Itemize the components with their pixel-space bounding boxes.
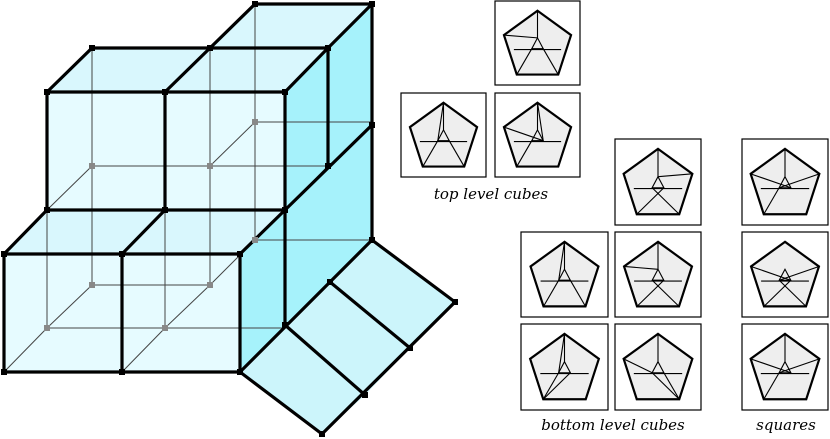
link-strand <box>651 372 680 400</box>
link-strand <box>636 187 665 215</box>
link-strand <box>778 173 820 189</box>
link-strand <box>763 372 780 400</box>
link-strand <box>623 358 653 374</box>
pentagon-tile <box>494 92 581 178</box>
pentagon <box>749 240 821 308</box>
link-strand <box>558 333 566 373</box>
pentagon-tile <box>520 323 609 411</box>
caption-squares: squares <box>756 416 816 434</box>
link-strand <box>651 187 680 215</box>
pentagon-tile <box>494 0 581 86</box>
link-strand <box>558 241 566 281</box>
pentagon-tile <box>741 323 829 411</box>
pentagon-tile <box>741 138 829 226</box>
link-strand <box>778 358 820 374</box>
inner-triangle <box>651 175 665 189</box>
link-strand <box>542 372 560 400</box>
pentagon-tile <box>741 231 829 318</box>
pentagon <box>622 240 694 308</box>
link-strand <box>750 173 792 189</box>
link-strand <box>636 279 665 307</box>
inner-triangle <box>436 128 451 142</box>
pentagon-tile <box>614 138 702 226</box>
link-strand <box>448 140 465 167</box>
top-face-left <box>47 48 210 92</box>
link-strand <box>536 102 544 141</box>
link-strand <box>778 279 807 307</box>
link-strand <box>542 372 571 400</box>
link-strand <box>750 358 792 374</box>
inner-triangle <box>530 36 545 50</box>
link-strand <box>542 48 559 75</box>
inner-triangle <box>778 175 792 189</box>
inner-triangle <box>778 360 792 374</box>
inner-triangle <box>557 268 572 281</box>
pentagon-tiles <box>400 0 829 411</box>
pentagon <box>622 147 694 216</box>
caption-bottom-level-cubes: bottom level cubes <box>541 416 685 434</box>
link-strand <box>503 126 544 142</box>
pentagon-tile <box>614 323 702 411</box>
pentagon <box>502 101 573 168</box>
link-strand <box>763 187 780 215</box>
pentagon <box>502 9 573 76</box>
inner-triangle <box>778 268 792 281</box>
square-2 <box>285 282 410 395</box>
pentagon-tile <box>400 92 487 178</box>
inner-triangle <box>651 360 665 374</box>
pentagon <box>408 101 479 168</box>
pentagon-tile <box>520 231 609 318</box>
pentagon <box>749 332 821 401</box>
link-strand <box>663 372 680 400</box>
top-face-back <box>210 4 372 48</box>
caption-top-level-cubes: top level cubes <box>434 185 549 203</box>
inner-triangle <box>557 360 572 374</box>
link-strand <box>503 34 538 39</box>
top-face-right <box>165 48 328 92</box>
top-face-lower-left <box>4 210 165 254</box>
pentagon <box>528 332 601 401</box>
link-strand <box>516 140 533 167</box>
link-strand <box>569 279 586 307</box>
link-strand <box>543 279 560 307</box>
link-strand <box>763 279 792 307</box>
pentagon <box>749 147 821 216</box>
link-strand <box>422 140 439 167</box>
top-face-lower-right <box>122 210 285 254</box>
square-1 <box>240 325 365 434</box>
link-strand <box>657 173 693 178</box>
inner-triangle <box>530 128 545 142</box>
lower-right-side-face <box>240 125 372 372</box>
pentagon <box>529 240 600 308</box>
link-strand <box>437 102 445 141</box>
vertex-dots <box>1 1 458 437</box>
pentagon <box>622 332 694 401</box>
link-strand <box>651 279 680 307</box>
pentagon-tile <box>614 231 702 318</box>
link-strand <box>750 265 791 281</box>
cube-complex <box>1 1 458 437</box>
inner-triangle <box>651 268 665 281</box>
square-3 <box>330 240 455 348</box>
link-strand <box>516 48 533 75</box>
link-strand <box>624 265 659 270</box>
